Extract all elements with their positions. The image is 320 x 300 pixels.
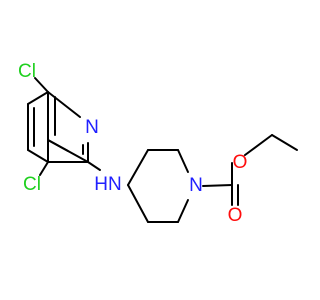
atom-labels: Cl N Cl HN N O O: [18, 61, 247, 226]
substituent-bonds: [34, 77, 101, 176]
pyridine-ring-geometry: [27, 91, 89, 163]
bond: [127, 184, 149, 223]
atom-label-o-ester: O: [233, 152, 248, 173]
bond: [47, 139, 69, 152]
bond: [39, 161, 49, 176]
bond: [177, 199, 189, 223]
bond: [127, 149, 149, 186]
atom-label-n-pyridine: N: [85, 117, 99, 138]
piperidine-ring: [127, 149, 189, 223]
atom-label-cl-bottom: Cl: [23, 174, 41, 195]
pyridine-ring: [47, 91, 89, 163]
carbamate-group: [202, 134, 298, 206]
bond: [87, 161, 101, 171]
bond: [177, 149, 189, 173]
bond: [27, 91, 49, 105]
atom-label-n-piperidine: N: [189, 175, 203, 196]
bond: [47, 91, 81, 118]
bond: [27, 149, 49, 163]
atom-label-nh-amine: HN: [94, 174, 121, 195]
bond: [202, 184, 233, 187]
molecule-structure: Cl N Cl HN N O O: [18, 61, 298, 226]
bond: [34, 77, 49, 93]
bond: [244, 134, 273, 156]
bond: [271, 134, 298, 151]
atom-label-o-carbonyl: O: [228, 205, 243, 226]
atom-label-cl-top: Cl: [18, 61, 36, 82]
